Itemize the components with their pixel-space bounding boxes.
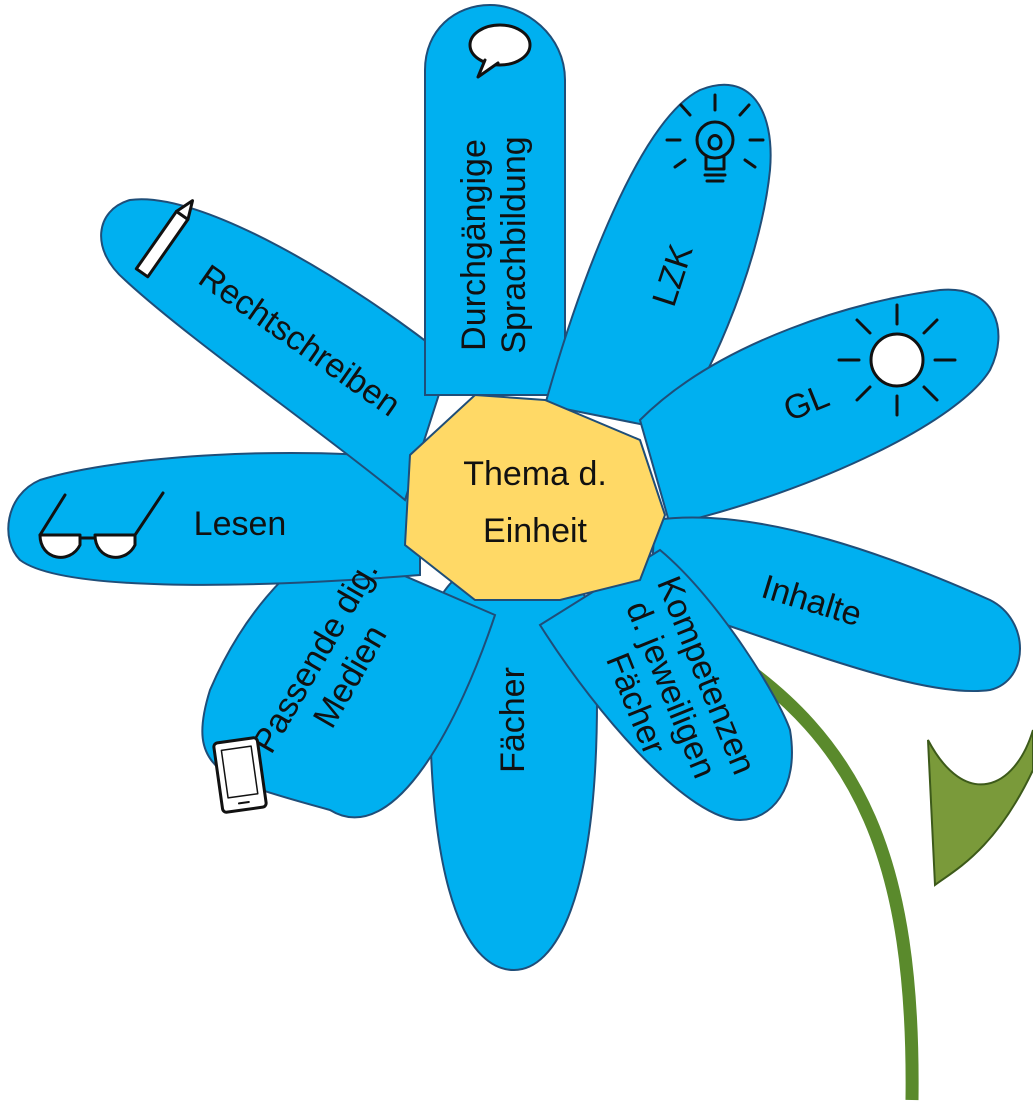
tablet-icon	[212, 736, 268, 814]
petal-inhalte	[648, 516, 1021, 693]
center-label-line1: Thema d.	[463, 455, 607, 493]
petal-kompetenzen	[538, 548, 793, 822]
speech-bubble-icon	[468, 23, 532, 79]
sprachbildung-line1: Durchgängige	[455, 139, 493, 351]
petal-rechtschreiben	[100, 198, 452, 502]
petal-sprachbildung	[424, 3, 566, 396]
faecher-label: Fächer	[494, 667, 532, 773]
center-heptagon	[403, 393, 667, 601]
lightbulb-icon	[665, 93, 765, 183]
label-sprachbildung: Durchgängige Sprachbildung	[455, 136, 533, 353]
sun-icon	[837, 303, 957, 417]
glasses-icon	[38, 491, 165, 559]
pencil-icon	[134, 199, 195, 279]
sprachbildung-line2: Sprachbildung	[495, 136, 533, 353]
lesen-label: Lesen	[194, 505, 287, 543]
center-label-line2: Einheit	[483, 512, 588, 550]
stem	[716, 644, 919, 1101]
label-faecher: Fächer	[494, 667, 532, 773]
petal-lzk	[543, 83, 772, 432]
leaf	[927, 729, 1033, 887]
